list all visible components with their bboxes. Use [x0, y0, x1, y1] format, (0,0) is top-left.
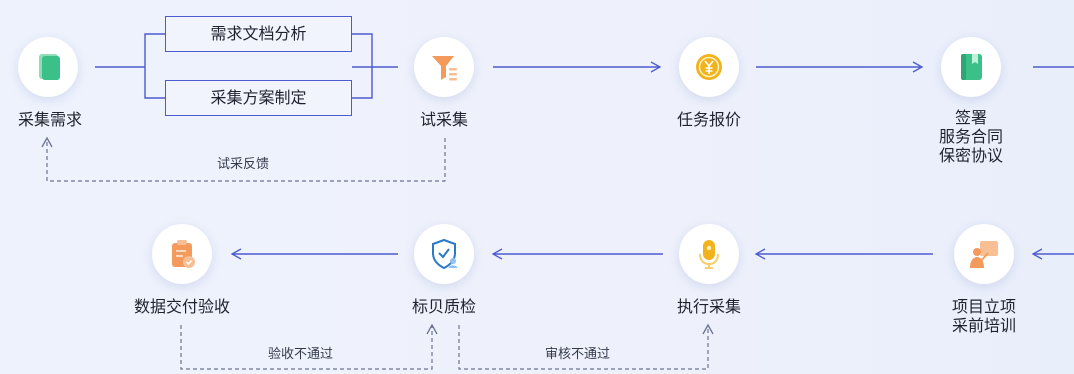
clipboard-check-icon — [172, 240, 195, 268]
feedback-trial-loop — [41, 136, 446, 182]
label-task-quote: 任务报价 — [676, 110, 741, 129]
box-collection-plan: 采集方案制定 — [165, 80, 352, 116]
label-execute-collection: 执行采集 — [676, 297, 741, 316]
funnel-icon — [432, 56, 457, 81]
feedback-acceptance-loop — [180, 323, 438, 370]
presentation-icon — [970, 241, 998, 268]
box-requirement-doc-analysis: 需求文档分析 — [165, 16, 352, 52]
label-project-setup-line2: 采前培训 — [951, 316, 1016, 335]
microphone-icon — [699, 240, 719, 269]
node-collect-requirements — [18, 37, 78, 97]
label-annotation-qc: 标贝质检 — [411, 297, 476, 316]
feedback-review-loop — [458, 323, 714, 370]
feedback-label-trial: 试采反馈 — [217, 157, 270, 172]
label-trial-collection: 试采集 — [419, 110, 468, 129]
arrow-upper-merge — [352, 33, 373, 67]
node-task-quote — [679, 37, 739, 97]
shield-check-icon — [432, 238, 458, 270]
arrow-split-lower — [144, 67, 165, 99]
node-annotation-qc — [414, 224, 474, 284]
label-sign-contract-line2: 服务合同 — [938, 127, 1003, 146]
feedback-label-review: 审核不通过 — [545, 347, 611, 362]
arrow-split-upper — [144, 33, 165, 67]
node-project-setup — [954, 224, 1014, 284]
arrow-lower-merge — [352, 67, 373, 99]
document-icon — [39, 54, 60, 80]
book-icon — [961, 54, 982, 80]
label-sign-contract-line1: 签署 — [954, 108, 987, 127]
node-trial-collection — [414, 37, 474, 97]
label-project-setup-line1: 项目立项 — [951, 297, 1016, 316]
node-data-delivery — [152, 224, 212, 284]
yen-coin-icon — [696, 54, 722, 80]
node-execute-collection — [679, 224, 739, 284]
node-sign-contract — [941, 37, 1001, 97]
label-data-delivery: 数据交付验收 — [133, 297, 230, 316]
label-collect-requirements: 采集需求 — [17, 110, 82, 129]
feedback-label-acceptance: 验收不通过 — [268, 347, 334, 362]
label-sign-contract-line3: 保密协议 — [938, 146, 1003, 165]
